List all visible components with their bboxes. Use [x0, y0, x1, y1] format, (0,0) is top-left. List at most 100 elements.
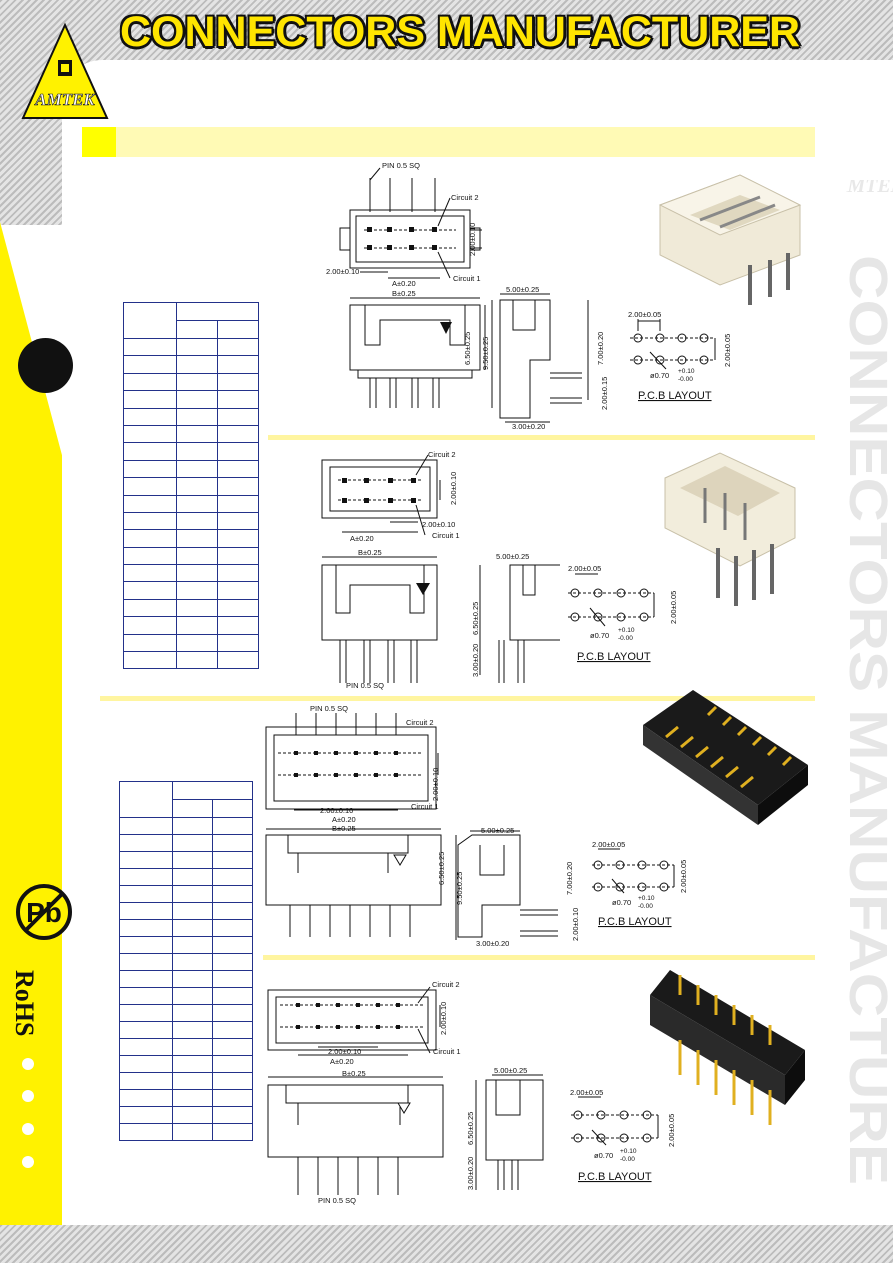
page-title: CONNECTORS MANUFACTURER — [120, 8, 801, 56]
dim-total-height: 9.50±0.25 — [481, 337, 490, 370]
spec-table-1 — [123, 302, 259, 670]
table-row — [119, 1072, 253, 1090]
table-row — [123, 564, 259, 583]
tol-plus: +0.10 — [678, 368, 695, 375]
table-row — [119, 1106, 253, 1124]
drawing-section-1: PIN 0.5 SQ Circuit 2 Circuit 1 2.00±0.10… — [326, 161, 609, 431]
table-row — [123, 633, 259, 653]
table-row — [123, 511, 259, 531]
pitch-dim: 2.00±0.10 — [422, 520, 455, 529]
pin-label: PIN 0.5 SQ — [382, 161, 420, 170]
table-row — [119, 919, 253, 937]
dim-depth: 5.00±0.25 — [494, 1066, 527, 1075]
dim-depth: 5.00±0.25 — [496, 552, 529, 561]
table-row — [123, 355, 259, 374]
pcb-row-pitch: 2.00±0.05 — [667, 1114, 676, 1147]
circuit-1-label: Circuit 1 — [453, 274, 481, 283]
tol-minus: -0.00 — [620, 1156, 635, 1163]
circuit-2-label: Circuit 2 — [428, 450, 456, 459]
table-row — [119, 868, 253, 886]
tol-plus: +0.10 — [620, 1148, 637, 1155]
watermark-text: CONNECTORS MANUFACTURE — [846, 255, 893, 1185]
connector-photo-4 — [650, 970, 805, 1125]
dim-height: 6.50±0.25 — [471, 602, 480, 635]
pcb-pitch: 2.00±0.05 — [568, 564, 601, 573]
dim-pin-height: 7.00±0.20 — [565, 862, 574, 895]
hole-dia: ø0.70 — [590, 631, 609, 640]
pin-label: PIN 0.5 SQ — [310, 705, 348, 713]
logo-text: AMTEK — [34, 90, 96, 109]
pcb-layout-3: 2.00±0.05 2.00±0.05 ø0.70 +0.10 -0.00 P.… — [592, 840, 688, 928]
connector-photo-1 — [658, 174, 802, 305]
white-dot — [22, 1156, 34, 1168]
table-row — [123, 407, 259, 426]
table-row — [119, 970, 253, 988]
table-row — [123, 390, 259, 409]
pcb-layout-title: P.C.B LAYOUT — [578, 1171, 652, 1183]
drawing-section-2: Circuit 2 2.00±0.10 A±0.20 Circuit 1 B±0… — [321, 450, 560, 690]
table-row — [123, 529, 259, 548]
dim-pin-pitch: 2.00±0.15 — [600, 377, 609, 410]
tol-minus: -0.00 — [678, 376, 693, 383]
table-row — [119, 1021, 253, 1039]
section-header-marker — [82, 127, 116, 157]
table-row — [119, 1123, 253, 1141]
section-header-bar — [82, 127, 815, 157]
hole-dia: ø0.70 — [650, 371, 669, 380]
amtek-logo: AMTEK — [21, 22, 109, 119]
pitch-dim: 2.00±0.10 — [320, 806, 353, 815]
dim-pin-height: 7.00±0.20 — [596, 332, 605, 365]
pcb-layout-title: P.C.B LAYOUT — [598, 916, 672, 928]
rohs-label: RoHS — [10, 970, 39, 1036]
table-row — [119, 902, 253, 920]
dim-a: A±0.20 — [392, 279, 416, 288]
dim-pin-offset: 3.00±0.20 — [471, 644, 480, 677]
table-row — [123, 651, 259, 670]
row-pitch-dim: 2.00±0.10 — [431, 768, 440, 801]
pcb-row-pitch: 2.00±0.05 — [679, 860, 688, 893]
dim-total-height: 9.50±0.25 — [455, 872, 464, 905]
pin-label: PIN 0.5 SQ — [318, 1196, 356, 1205]
left-texture — [0, 120, 62, 225]
pin-label: PIN 0.5 SQ — [346, 681, 384, 690]
dim-height: 6.50±0.25 — [437, 852, 446, 885]
pcb-pitch: 2.00±0.05 — [628, 310, 661, 319]
watermark-logo: AMTEK — [846, 180, 893, 197]
rohs-text: RoHS — [10, 970, 39, 1036]
pcb-layout-4: 2.00±0.05 2.00±0.05 ø0.70 +0.10 -0.00 P.… — [570, 1088, 676, 1183]
dim-a: A±0.20 — [350, 534, 374, 543]
dim-b: B±0.25 — [332, 824, 356, 833]
table-row — [123, 337, 259, 357]
circuit-2-label: Circuit 2 — [406, 718, 434, 727]
tol-plus: +0.10 — [618, 627, 635, 634]
dim-pin-offset: 3.00±0.20 — [476, 939, 509, 948]
pcb-layout-title: P.C.B LAYOUT — [638, 390, 712, 402]
circuit-1-label: Circuit 1 — [433, 1047, 461, 1056]
table-row — [119, 953, 253, 971]
section-divider — [268, 435, 815, 440]
dim-height: 6.50±0.25 — [466, 1112, 475, 1145]
hole-dia: ø0.70 — [594, 1151, 613, 1160]
dim-pin-pitch: 2.00±0.10 — [571, 908, 580, 941]
table-row — [119, 1004, 253, 1022]
table-row — [119, 1089, 253, 1107]
dim-b: B±0.25 — [392, 289, 416, 298]
side-watermark: AMTEK CONNECTORS MANUFACTURE — [846, 180, 893, 1185]
table-row — [123, 424, 259, 444]
footer-band — [0, 1225, 893, 1263]
pcb-row-pitch: 2.00±0.05 — [669, 591, 678, 624]
table-row — [123, 546, 259, 566]
dim-pin-offset: 3.00±0.20 — [512, 422, 545, 431]
pcb-pitch: 2.00±0.05 — [592, 840, 625, 849]
dim-a: A±0.20 — [330, 1057, 354, 1066]
table-row — [123, 616, 259, 635]
white-dot — [22, 1090, 34, 1102]
dim-depth: 5.00±0.25 — [506, 285, 539, 294]
dim-pin-offset: 3.00±0.20 — [466, 1157, 475, 1190]
table-row — [123, 372, 259, 392]
black-dot-marker — [18, 338, 73, 393]
drawing-section-3: PIN 0.5 SQ Circuit 2 Circuit 1 2.00±0.10… — [265, 705, 580, 948]
pitch-dim: 2.00±0.10 — [328, 1047, 361, 1056]
no-lead-icon: Pb — [16, 884, 72, 940]
tol-plus: +0.10 — [638, 895, 655, 902]
